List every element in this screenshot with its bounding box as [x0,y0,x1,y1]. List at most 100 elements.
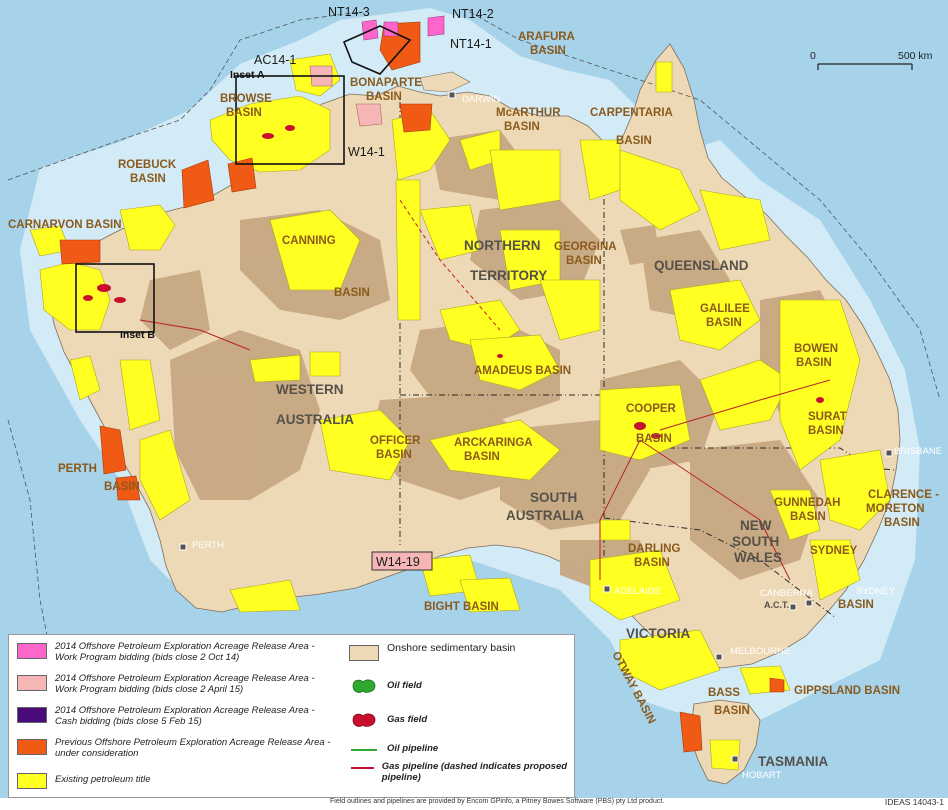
previous-release-areas [59,21,785,753]
legend-item-gas-field: Gas field [349,711,569,729]
label-bonaparte-2: BASIN [366,91,402,103]
label-inset-a: Inset A [230,69,265,81]
region-labels: NORTHERN TERRITORY QUEENSLAND WESTERN AU… [276,238,828,769]
label-darling-1: DARLING [628,543,680,555]
oil-field-symbol [352,679,376,693]
label-sydney-basin: BASIN [838,599,874,611]
pipelines [139,199,831,581]
footer: Field outlines and pipelines are provide… [0,797,948,810]
label-sydney-city: SYDNEY [856,586,896,597]
inset-a-frame [235,75,345,165]
label-nt-2: TERRITORY [470,268,547,283]
label-galilee-1: GALILEE [700,303,750,315]
label-cooper-1: COOPER [626,403,677,415]
label-vic: VICTORIA [626,626,691,641]
legend-text-cash: 2014 Offshore Petroleum Exploration Acre… [55,705,315,727]
label-nt14-3: NT14-3 [328,5,370,19]
label-tas: TASMANIA [758,754,828,769]
legend-item-gas-pipeline: Gas pipeline (dashed indicates proposed … [349,761,569,783]
label-clarence-1: CLARENCE - [868,489,939,501]
label-browse-1: BROWSE [220,93,272,105]
label-darling-2: BASIN [634,557,670,569]
label-bowen-1: BOWEN [794,343,838,355]
scale-bar [817,63,913,70]
label-nsw-3: WALES [734,550,782,565]
footer-credit: Field outlines and pipelines are provide… [330,798,665,805]
label-wa-1: WESTERN [276,382,344,397]
label-arckaringa-2: BASIN [464,451,500,463]
label-officer-2: BASIN [376,449,412,461]
label-bight: BIGHT BASIN [424,601,499,613]
label-mcarthur-1: McARTHUR [496,107,561,119]
label-galilee-2: BASIN [706,317,742,329]
label-cooper-2: BASIN [636,433,672,445]
gas-pipeline-symbol [351,767,374,769]
label-sa-2: AUSTRALIA [506,508,584,523]
legend-item-existing: Existing petroleum title [17,771,335,789]
legend-item-oil-pipeline: Oil pipeline [349,743,569,757]
label-bass-2: BASIN [714,705,750,717]
nt14-3-outline [342,25,412,75]
legend-text-wp-oct14: 2014 Offshore Petroleum Exploration Acre… [55,641,315,663]
label-w14-1: W14-1 [348,145,385,159]
inset-labels: Inset A Inset B [120,69,265,341]
city-labels: DARWIN BRISBANE PERTH ADELAIDE CANBERRA … [192,94,942,781]
label-nt14-1: NT14-1 [450,37,492,51]
label-arafura-1: ARAFURA [518,31,575,43]
oil-pipeline-symbol [351,749,377,751]
inset-b-frame [75,263,155,333]
label-browse-2: BASIN [226,107,262,119]
swatch-onshore [349,645,379,661]
legend-item-wp-oct14: 2014 Offshore Petroleum Exploration Acre… [17,641,335,663]
legend-text-onshore: Onshore sedimentary basin [387,642,516,654]
label-mcarthur-2: BASIN [504,121,540,133]
label-carpentaria-2: BASIN [616,135,652,147]
label-canning-2: BASIN [334,287,370,299]
label-nt14-2: NT14-2 [452,7,494,21]
legend-item-oil-field: Oil field [349,677,569,695]
legend-text-oil-pipeline: Oil pipeline [387,743,439,754]
label-bass-1: BASS [708,687,740,699]
label-gippsland: GIPPSLAND BASIN [794,685,900,697]
legend-text-wp-apr15: 2014 Offshore Petroleum Exploration Acre… [55,673,315,695]
legend-text-gas-field: Gas field [387,714,428,725]
swatch-wp-apr15 [17,675,47,691]
label-clarence-2: MORETON [866,503,925,515]
label-nsw-2: SOUTH [732,534,779,549]
release-area-labels: NT14-3 NT14-2 NT14-1 AC14-1 W14-1 [254,5,494,159]
city-markers [179,91,893,763]
swatch-cash [17,707,47,723]
label-bonaparte-1: BONAPARTE [350,77,422,89]
label-roebuck-2: BASIN [130,173,166,185]
label-officer-1: OFFICER [370,435,421,447]
legend-text-previous: Previous Offshore Petroleum Exploration … [55,737,331,759]
label-wa-2: AUSTRALIA [276,412,354,427]
label-surat-2: BASIN [808,425,844,437]
label-w14-19: W14-19 [376,555,420,569]
label-bowen-2: BASIN [796,357,832,369]
label-amadeus: AMADEUS BASIN [474,365,571,377]
scale-start: 0 [810,50,816,62]
map-frames [75,25,412,333]
label-nsw-1: NEW [740,518,772,533]
label-surat-1: SURAT [808,411,847,423]
label-carpentaria-1: CARPENTARIA [590,107,673,119]
label-canberra: CANBERRA [760,588,813,599]
label-carnarvon: CARNARVON BASIN [8,219,122,231]
legend-item-wp-apr15: 2014 Offshore Petroleum Exploration Acre… [17,673,335,695]
legend-text-gas-pipeline: Gas pipeline (dashed indicates proposed … [381,761,568,783]
label-nt-1: NORTHERN [464,238,541,253]
legend-item-onshore: Onshore sedimentary basin [349,643,569,661]
w14-19-callout: W14-19 [371,551,433,571]
label-canning-1: CANNING [282,235,336,247]
label-inset-b: Inset B [120,329,155,341]
label-perth-city: PERTH [192,540,224,551]
swatch-existing [17,773,47,789]
label-brisbane: BRISBANE [894,446,942,457]
label-hobart: HOBART [742,770,782,781]
label-gunnedah-1: GUNNEDAH [774,497,840,509]
label-act: A.C.T. [764,600,789,610]
label-perth-2: BASIN [104,481,140,493]
